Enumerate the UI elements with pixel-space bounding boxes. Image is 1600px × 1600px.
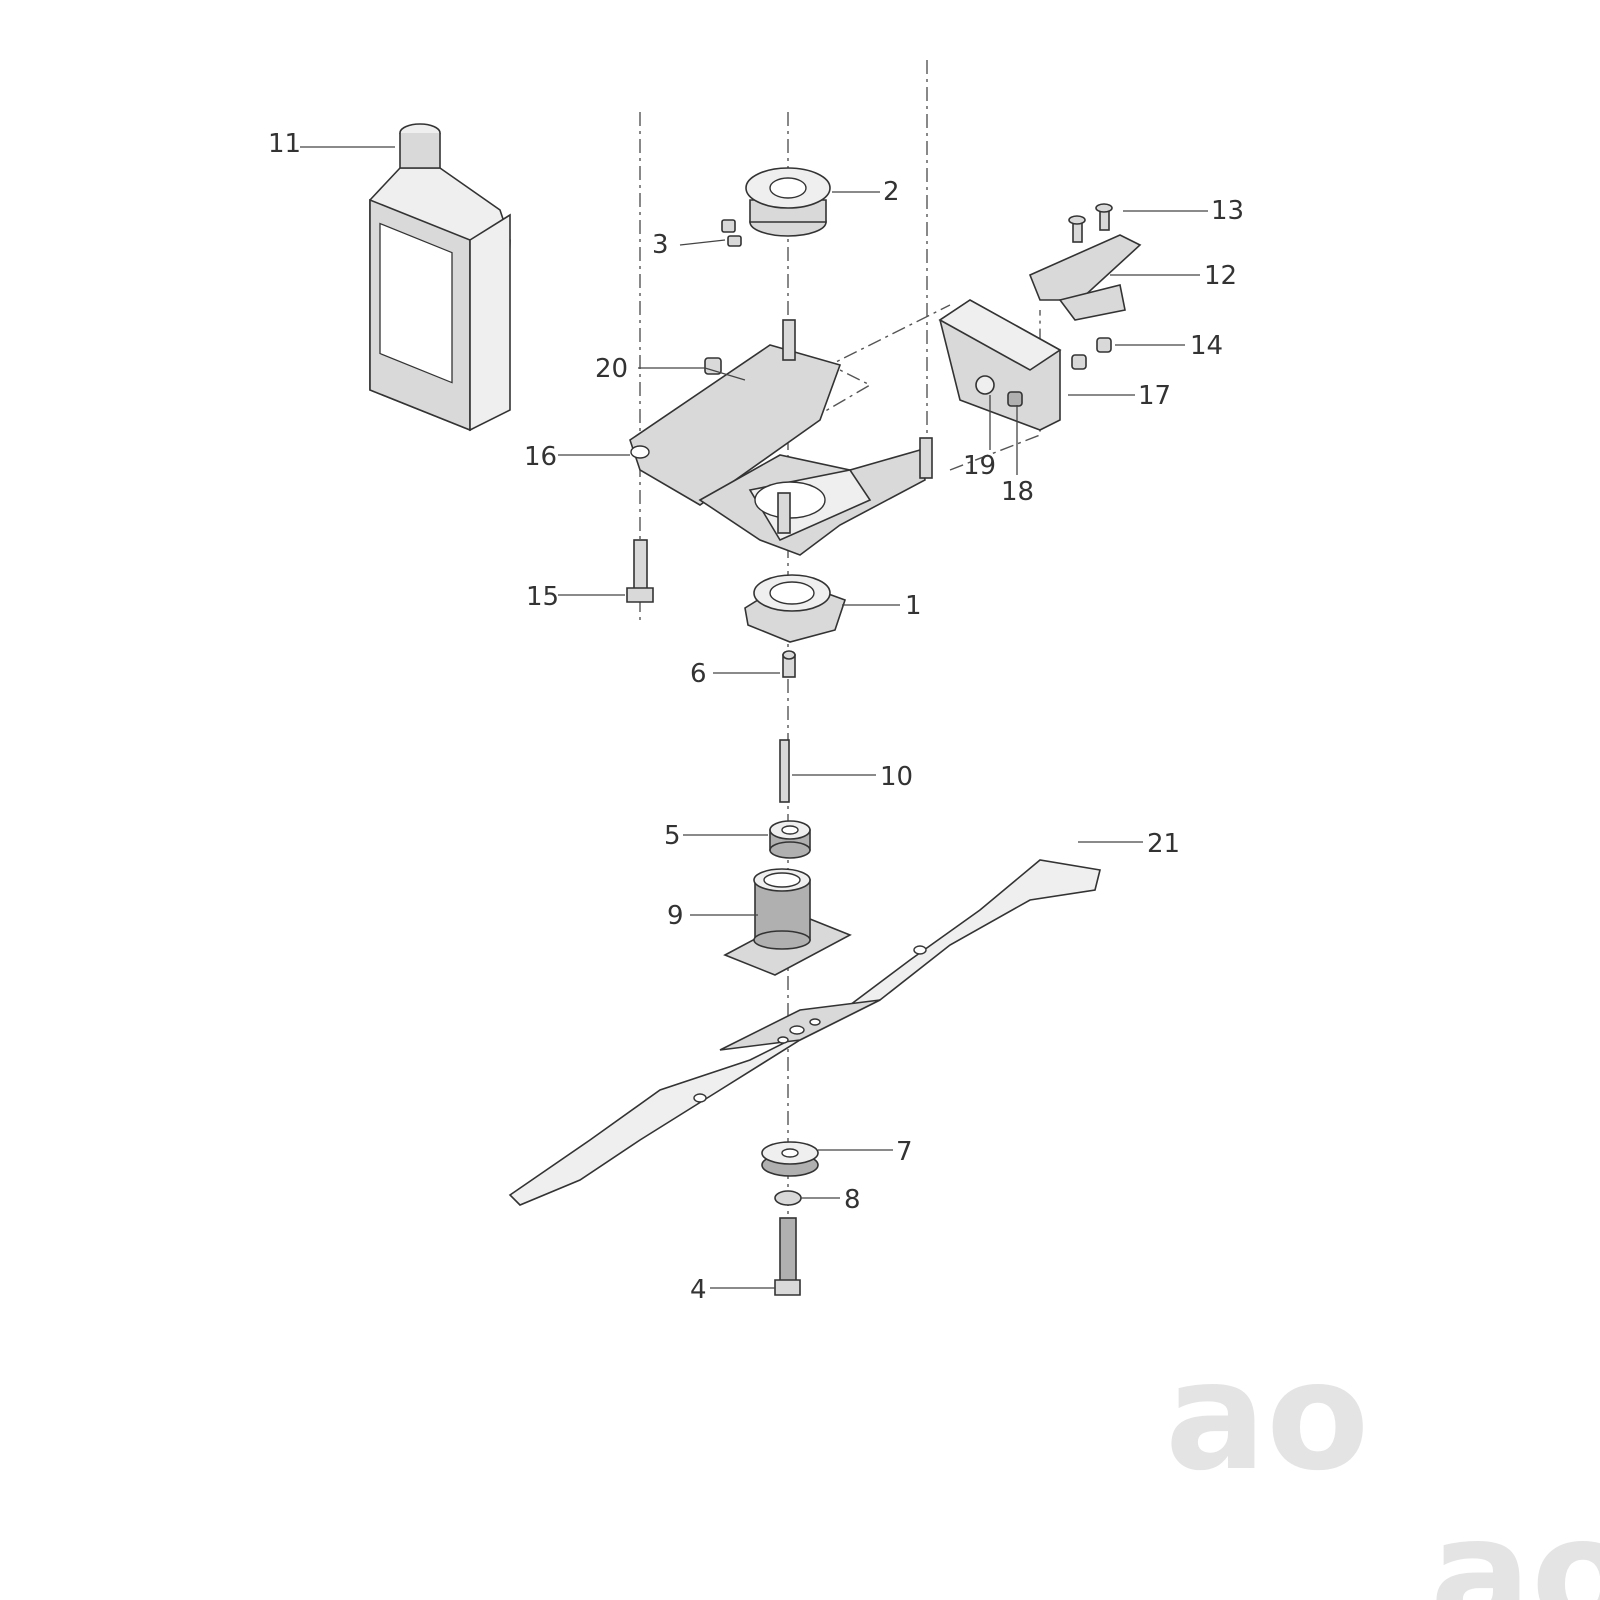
callout-8: 8 [844,1185,861,1215]
watermark-logo-corner: ao [1430,1487,1600,1600]
callout-1: 1 [905,591,922,621]
screw-18 [1007,391,1023,407]
callout-17: 17 [1138,381,1171,411]
blade-washer [761,1141,819,1177]
callout-21: 21 [1147,829,1180,859]
nut-14a [1096,337,1112,353]
leader-20 [638,367,746,381]
callout-6: 6 [690,659,707,689]
callout-19: 19 [963,451,996,481]
bearing-housing [744,574,847,643]
callout-12: 12 [1204,261,1237,291]
callout-5: 5 [664,821,681,851]
callout-20: 20 [595,354,628,384]
nut-20 [704,357,722,375]
watermark-logo: ao [1165,1330,1369,1504]
bolt-15 [626,539,654,603]
mower-blade [508,859,1101,1206]
callout-11: 11 [268,129,301,159]
small-bracket [1028,234,1142,321]
grommet [745,167,831,237]
callout-2: 2 [883,177,900,207]
callout-18: 18 [1001,477,1034,507]
blade-cover [938,299,1062,431]
grease-fitting [782,650,796,678]
blade-adapter [723,868,852,976]
callout-7: 7 [896,1137,913,1167]
callout-15: 15 [526,582,559,612]
callout-3: 3 [652,230,669,260]
spacer [769,820,811,859]
callout-10: 10 [880,762,913,792]
callout-13: 13 [1211,196,1244,226]
leader-3 [679,239,726,246]
small-nuts [721,219,742,247]
lock-washer [774,1190,802,1206]
blade-bolt [774,1217,801,1296]
screws-13 [1068,203,1113,243]
main-bracket [629,319,933,556]
callout-14: 14 [1190,331,1223,361]
callout-4: 4 [690,1275,707,1305]
callout-9: 9 [667,901,684,931]
shaft-key [779,739,790,803]
callout-16: 16 [524,442,557,472]
svg-text:ao: ao [1165,1330,1369,1504]
washer-19 [975,375,995,395]
oil-bottle [369,123,511,432]
axis-bracket [809,304,1041,471]
svg-text:ao: ao [1430,1487,1600,1600]
nut-14b [1071,354,1087,370]
